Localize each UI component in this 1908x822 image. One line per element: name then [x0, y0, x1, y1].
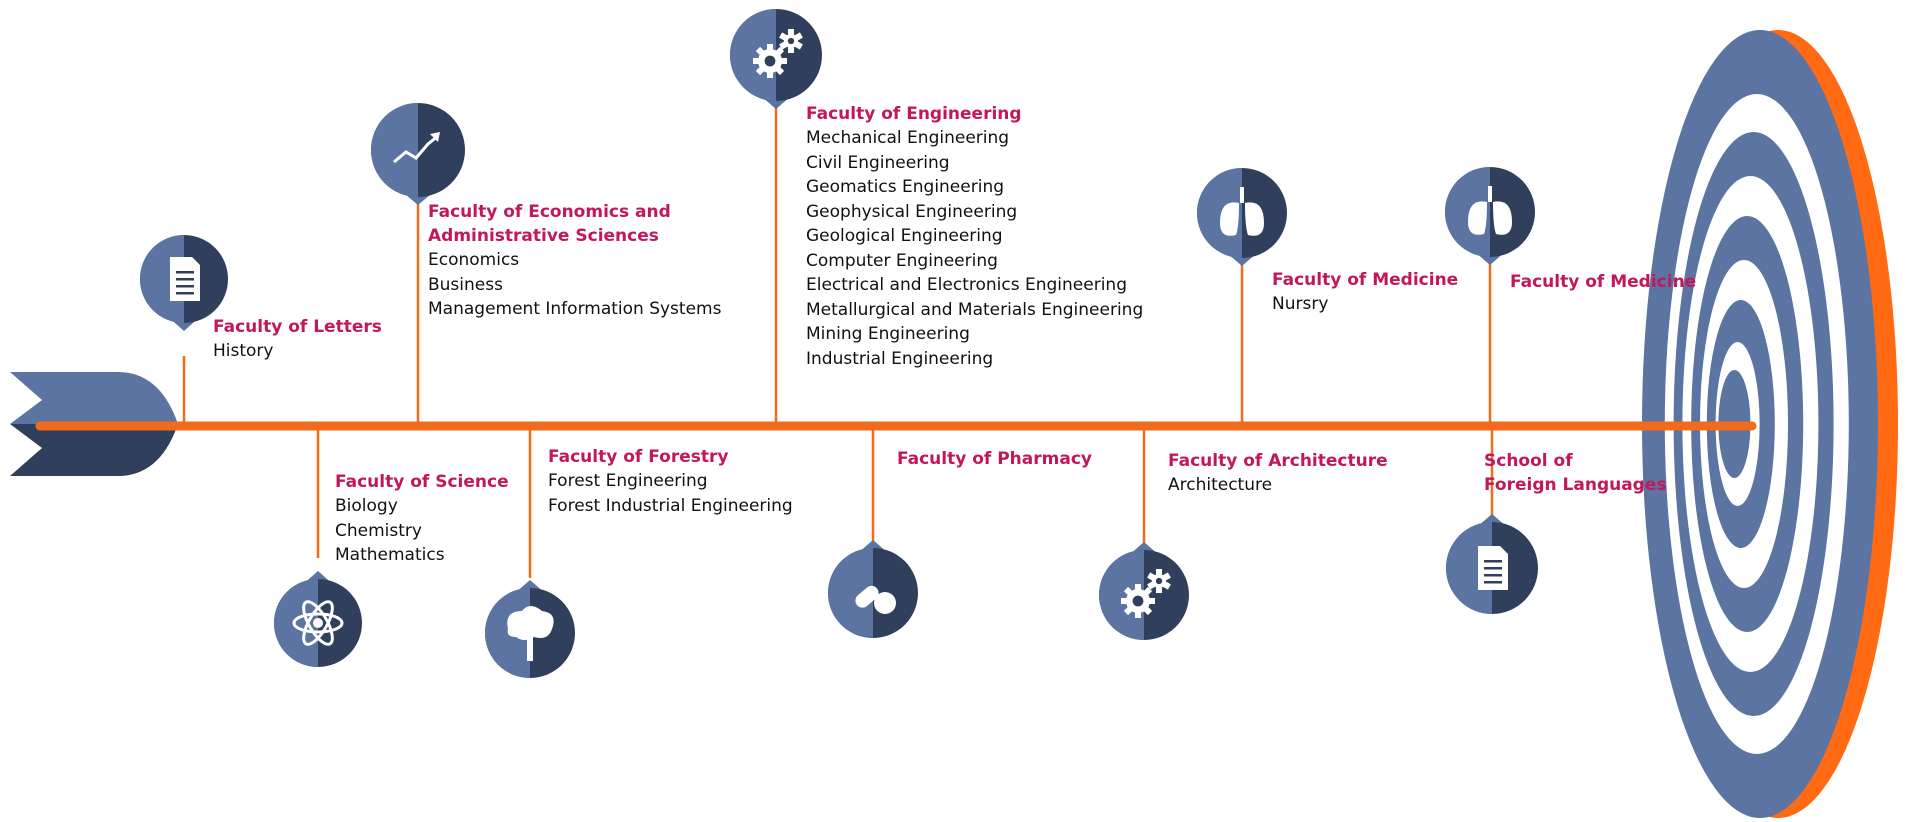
faculty-pharmacy-block: Faculty of Pharmacy [897, 447, 1092, 471]
arrow-fletch-top [10, 372, 178, 424]
school-foreign-languages-block: School of Foreign Languages [1484, 449, 1667, 497]
faculty-architecture-block: Faculty of Architecture Architecture [1168, 449, 1388, 498]
trend-chart-icon [371, 103, 465, 205]
faculty-title: Faculty of Forestry [548, 447, 729, 467]
department-item: Geological Engineering [806, 226, 1003, 246]
faculty-title: Faculty of Medicine [1272, 270, 1459, 290]
faculty-title: Faculty of Science [335, 472, 509, 492]
department-item: History [213, 341, 274, 361]
department-list: Economics Business Management Informatio… [428, 248, 721, 322]
department-item: Mathematics [335, 545, 445, 565]
faculty-title: Faculty of Pharmacy [897, 449, 1092, 469]
lungs-icon [1197, 168, 1287, 266]
faculty-forestry-block: Faculty of Forestry Forest Engineering F… [548, 445, 793, 518]
department-list: Architecture [1168, 473, 1388, 498]
department-item: Metallurgical and Materials Engineering [806, 299, 1144, 320]
faculty-science-block: Faculty of Science Biology Chemistry Mat… [335, 470, 509, 568]
department-list: Forest Engineering Forest Industrial Eng… [548, 469, 793, 518]
department-item: Management Information Systems [428, 299, 722, 319]
department-item: Chemistry [335, 520, 422, 541]
pills-icon [828, 540, 918, 638]
faculty-title: School of Foreign Languages [1484, 451, 1667, 495]
department-item: Architecture [1168, 475, 1273, 495]
lungs-icon [1445, 167, 1535, 265]
department-item: Geophysical Engineering [806, 201, 1018, 222]
department-list: Biology Chemistry Mathematics [335, 494, 509, 568]
department-item: Computer Engineering [806, 250, 998, 271]
gears-icon [1099, 542, 1189, 640]
department-list: History [213, 339, 382, 364]
faculty-title: Faculty of Architecture [1168, 451, 1388, 471]
arrow-fletch-bottom [10, 424, 178, 476]
department-item: Biology [335, 496, 398, 516]
department-item: Forest Industrial Engineering [548, 495, 793, 516]
faculty-economics-block: Faculty of Economics and Administrative … [428, 200, 721, 322]
document-icon [140, 235, 228, 331]
department-item: Mining Engineering [806, 324, 970, 344]
department-item: Geomatics Engineering [806, 177, 1005, 197]
department-item: Electrical and Electronics Engineering [806, 275, 1127, 295]
faculty-title: Faculty of Economics and Administrative … [428, 202, 671, 246]
department-item: Industrial Engineering [806, 348, 994, 369]
faculty-medicine-block-2: Faculty of Medicine [1510, 270, 1696, 294]
faculty-title: Faculty of Engineering [806, 104, 1022, 124]
department-list: Mechanical Engineering Civil Engineering… [806, 126, 1143, 371]
department-list: Nursry [1272, 292, 1458, 317]
faculty-title: Faculty of Letters [213, 317, 382, 337]
department-item: Economics [428, 250, 520, 270]
department-item: Business [428, 274, 503, 295]
faculty-letters-block: Faculty of Letters History [213, 315, 382, 364]
faculty-engineering-block: Faculty of Engineering Mechanical Engine… [806, 102, 1143, 371]
department-item: Forest Engineering [548, 471, 708, 491]
department-item: Nursry [1272, 294, 1329, 314]
arrow-tail [10, 372, 178, 476]
tree-icon [485, 580, 575, 678]
gears-icon [730, 9, 822, 109]
icons-layer [140, 9, 1538, 678]
faculty-title: Faculty of Medicine [1510, 272, 1697, 292]
department-item: Mechanical Engineering [806, 128, 1010, 148]
document-icon [1446, 514, 1538, 614]
faculty-medicine-block: Faculty of Medicine Nursry [1272, 268, 1458, 317]
department-item: Civil Engineering [806, 152, 950, 173]
atom-icon [274, 571, 362, 667]
